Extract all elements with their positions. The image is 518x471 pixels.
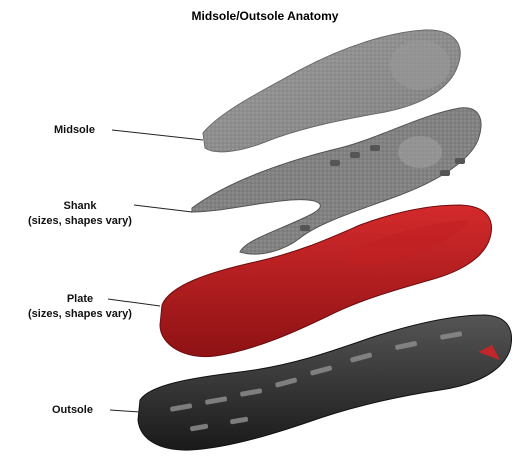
shank-label-title: Shank xyxy=(12,199,148,214)
plate-label: Plate (sizes, shapes vary) xyxy=(12,292,148,322)
outsole-label: Outsole xyxy=(52,403,93,418)
plate-label-note: (sizes, shapes vary) xyxy=(12,307,148,322)
shank-label: Shank (sizes, shapes vary) xyxy=(12,199,148,229)
midsole-leader-line xyxy=(112,130,203,140)
outsole-leader-line xyxy=(110,410,140,412)
midsole-label: Midsole xyxy=(54,123,95,138)
plate-label-title: Plate xyxy=(12,292,148,307)
diagram-title: Midsole/Outsole Anatomy xyxy=(150,9,380,23)
shank-label-note: (sizes, shapes vary) xyxy=(12,214,148,229)
